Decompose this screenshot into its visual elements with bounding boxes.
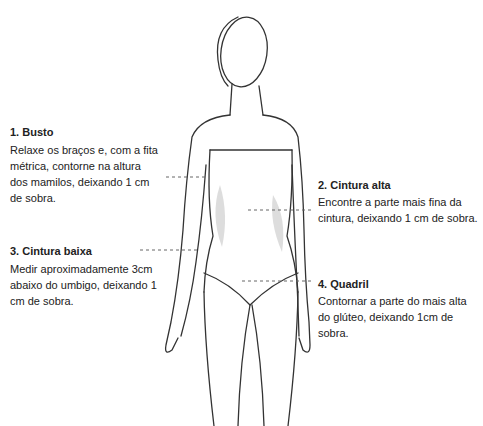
step-heading: 4. Quadril <box>318 276 369 292</box>
right-leg-inner <box>252 305 264 426</box>
neck <box>230 84 232 115</box>
neck <box>259 86 263 115</box>
waist-shading <box>215 185 283 252</box>
step-instruction: Relaxe os braços e, com a fita métrica, … <box>10 142 158 206</box>
left-leg-inner <box>238 305 250 426</box>
leader-line <box>166 177 206 178</box>
bust-line <box>210 149 292 150</box>
right-leg <box>288 292 298 426</box>
leader-line <box>140 250 200 251</box>
underwear <box>204 273 298 305</box>
waist-shade <box>215 185 225 247</box>
step-heading: 1. Busto <box>10 124 53 140</box>
step-instruction: Medir aproximadamente 3cm abaixo do umbi… <box>10 261 158 309</box>
body-outline <box>166 14 310 426</box>
leader-line <box>248 210 312 211</box>
left-side <box>204 150 213 292</box>
step-instruction: Encontre a parte mais fina da cintura, d… <box>318 194 478 226</box>
left-leg <box>204 292 214 426</box>
leader-lines <box>140 177 312 281</box>
waist-shade <box>272 195 283 252</box>
head <box>216 14 271 90</box>
step-heading: 2. Cintura alta <box>318 177 391 193</box>
step-heading: 3. Cintura baixa <box>10 243 92 259</box>
step-instruction: Contornar a parte do mais alta do glúteo… <box>318 293 478 341</box>
leader-line <box>242 281 312 282</box>
hair <box>217 17 238 86</box>
right-side <box>287 150 298 292</box>
